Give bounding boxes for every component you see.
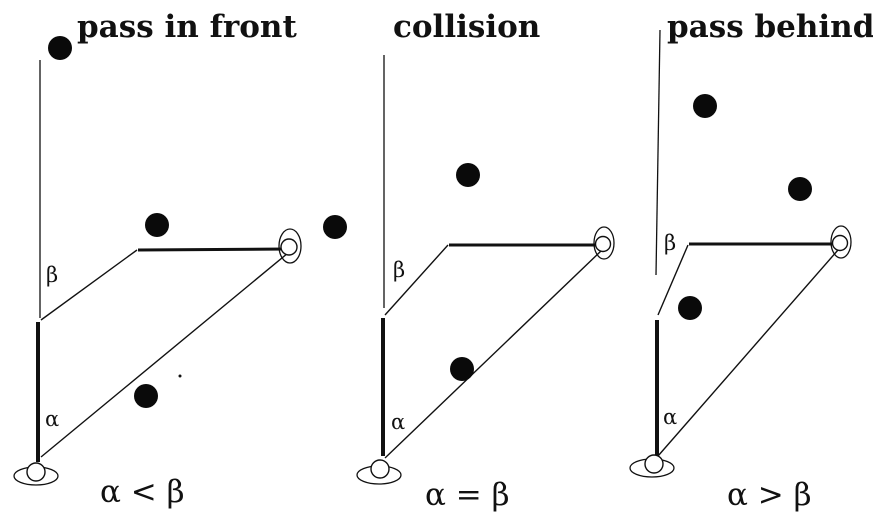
target-head-icon <box>278 228 302 264</box>
ball <box>145 213 169 237</box>
alpha-sight-line <box>40 252 289 458</box>
angle-relation: α = β <box>425 477 510 513</box>
angle-relation: α < β <box>100 474 185 510</box>
ball <box>788 177 812 201</box>
ball <box>134 384 158 408</box>
alpha-sight-line <box>657 249 839 457</box>
beta-label: β <box>664 231 676 255</box>
ball <box>693 94 717 118</box>
alpha-label: α <box>663 405 677 429</box>
angle-relation: α > β <box>727 477 812 513</box>
ball <box>323 215 347 239</box>
beta-sight-line <box>657 244 689 316</box>
ball <box>678 296 702 320</box>
beta-sight-line <box>384 244 449 316</box>
alpha-sight-line <box>384 250 602 459</box>
beta-label: β <box>393 258 405 282</box>
alpha-label: α <box>391 410 405 434</box>
ball <box>456 163 480 187</box>
observer-head-icon <box>13 462 59 486</box>
panel-title: pass behind <box>667 9 873 45</box>
panel-title: pass in front <box>77 9 297 45</box>
heading-line <box>137 247 289 252</box>
speck <box>178 374 182 378</box>
ball <box>48 36 72 60</box>
panel-pass-behind: pass behind β α α > β <box>629 9 873 513</box>
observer-head-icon <box>356 459 402 485</box>
alpha-label: α <box>45 407 59 431</box>
target-head-icon <box>830 225 852 259</box>
sight-axis-upper <box>655 29 661 276</box>
beta-label: β <box>46 263 58 287</box>
observer-head-icon <box>629 454 675 478</box>
ball <box>450 357 474 381</box>
panel-collision: collision β α α = β <box>356 9 615 513</box>
panel-pass-in-front: pass in front β α α < β <box>13 9 347 510</box>
panel-title: collision <box>393 9 540 45</box>
target-head-icon <box>593 226 615 260</box>
beta-sight-line <box>40 249 138 321</box>
